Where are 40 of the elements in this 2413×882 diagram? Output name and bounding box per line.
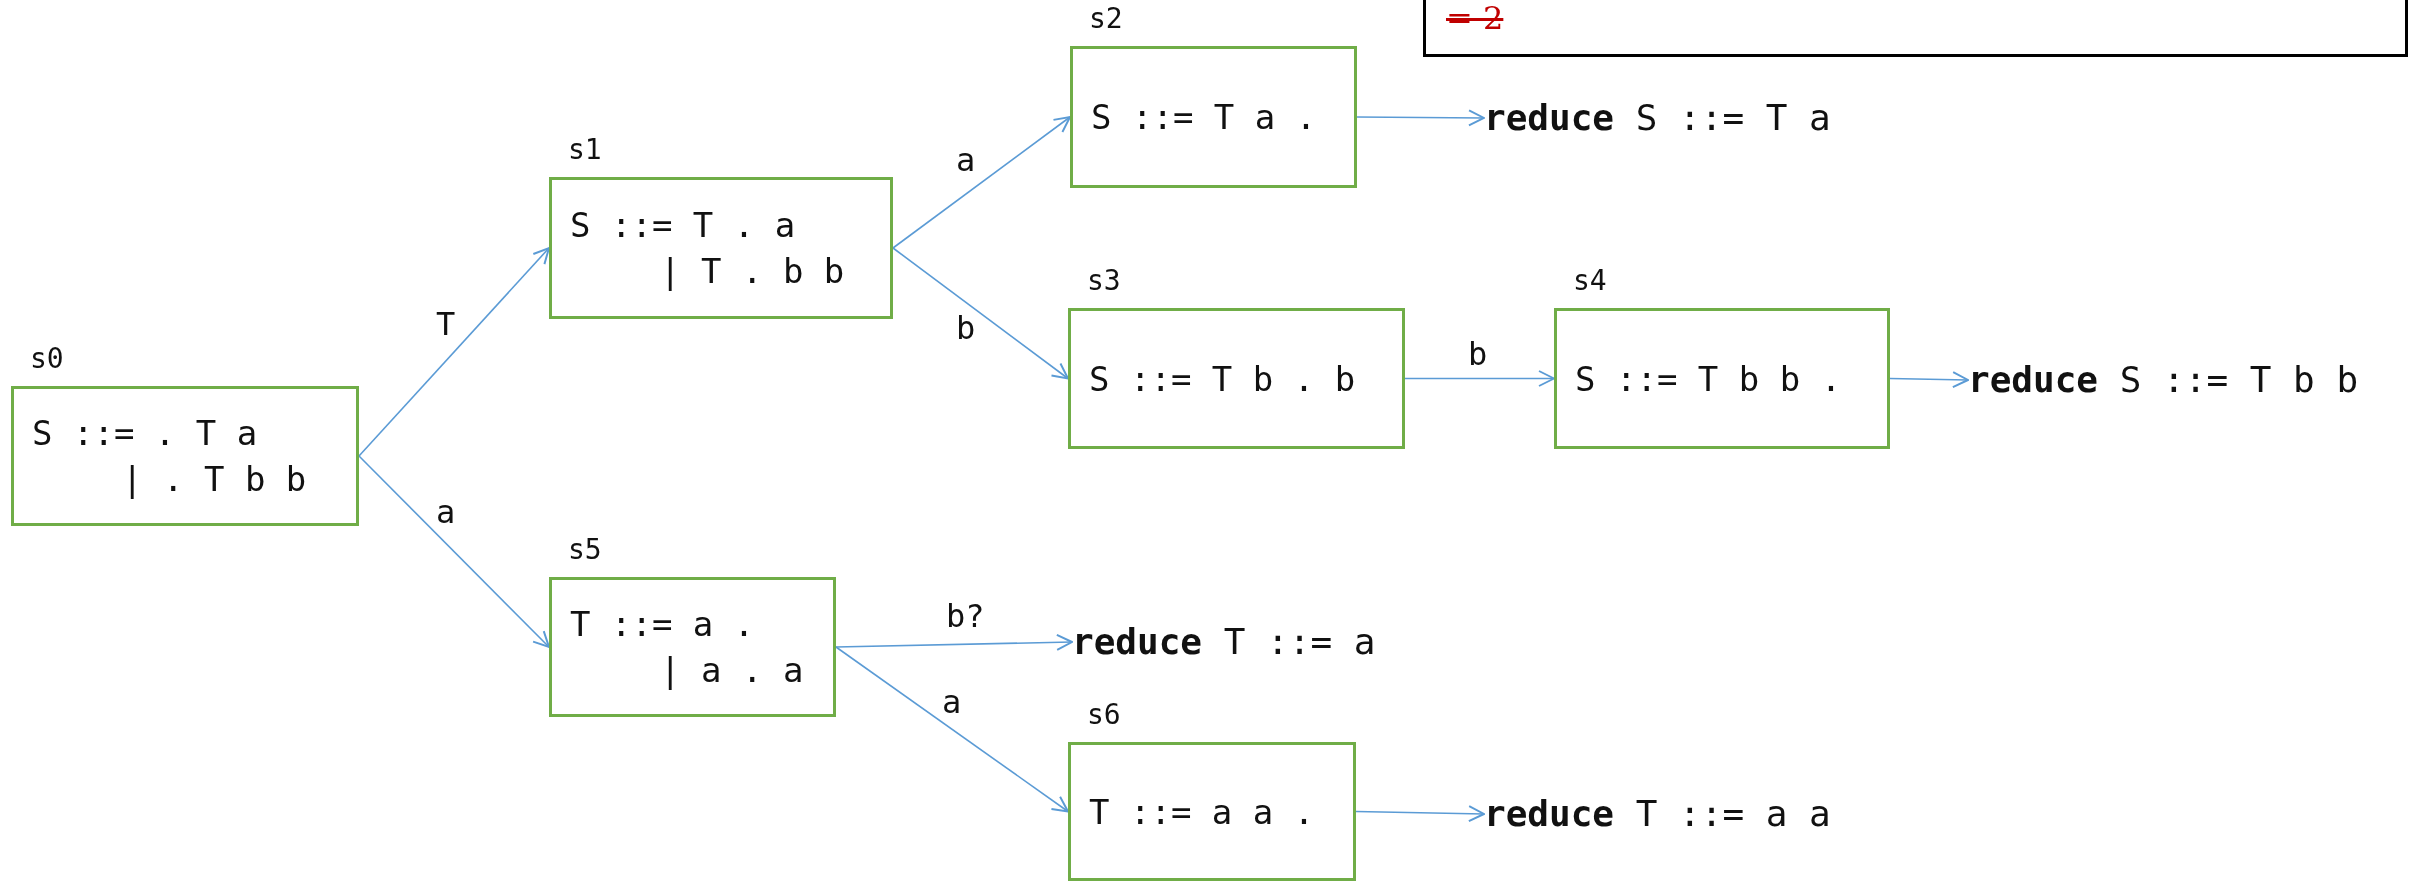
grammar-item: | T . b b: [660, 250, 846, 293]
arrow: [835, 646, 1069, 813]
arrow: [835, 633, 1073, 651]
edge-label: a: [956, 142, 976, 178]
state-name: s6: [1087, 697, 1121, 733]
edge-label: T: [436, 306, 456, 342]
arrow: [1355, 805, 1485, 823]
grammar-item: | . T b b: [122, 458, 308, 501]
grammar-item: | a . a: [660, 649, 805, 692]
grammar-item: S ::= T b b .: [1575, 357, 1843, 401]
state-name: s3: [1087, 263, 1121, 299]
arrow: [1889, 371, 1969, 389]
edge-label: b: [956, 310, 976, 346]
arrow: [892, 247, 1069, 380]
reduce-action: reduce S ::= T b b: [1968, 356, 2359, 404]
edge-label: b?: [946, 598, 985, 634]
reduce-action: reduce S ::= T a: [1484, 94, 1831, 142]
edge-label: a: [942, 684, 962, 720]
grammar-item: T ::= a a .: [1089, 790, 1316, 834]
edge-label: a: [436, 494, 456, 530]
state-name: s4: [1573, 263, 1607, 299]
edge-label: b: [1468, 336, 1488, 372]
arrow: [1404, 370, 1555, 387]
grammar-item: S ::= . T a: [32, 412, 259, 455]
grammar-item: S ::= T a .: [1091, 96, 1318, 139]
state-name: s0: [30, 341, 64, 377]
arrow: [358, 455, 550, 648]
arrow: [892, 116, 1071, 249]
state-name: s2: [1089, 1, 1123, 37]
grammar-item: T ::= a .: [570, 603, 756, 646]
reduce-action: reduce T ::= a: [1072, 618, 1376, 666]
grammar-item: S ::= T . a: [570, 204, 797, 247]
arrow: [358, 247, 550, 457]
note-box: [1423, 0, 2408, 57]
state-name: s1: [568, 132, 602, 168]
arrow: [1356, 109, 1485, 127]
state-name: s5: [568, 532, 602, 568]
struck-annotation: = 2: [1446, 0, 1504, 36]
grammar-item: S ::= T b . b: [1089, 357, 1357, 401]
reduce-action: reduce T ::= a a: [1484, 790, 1831, 838]
